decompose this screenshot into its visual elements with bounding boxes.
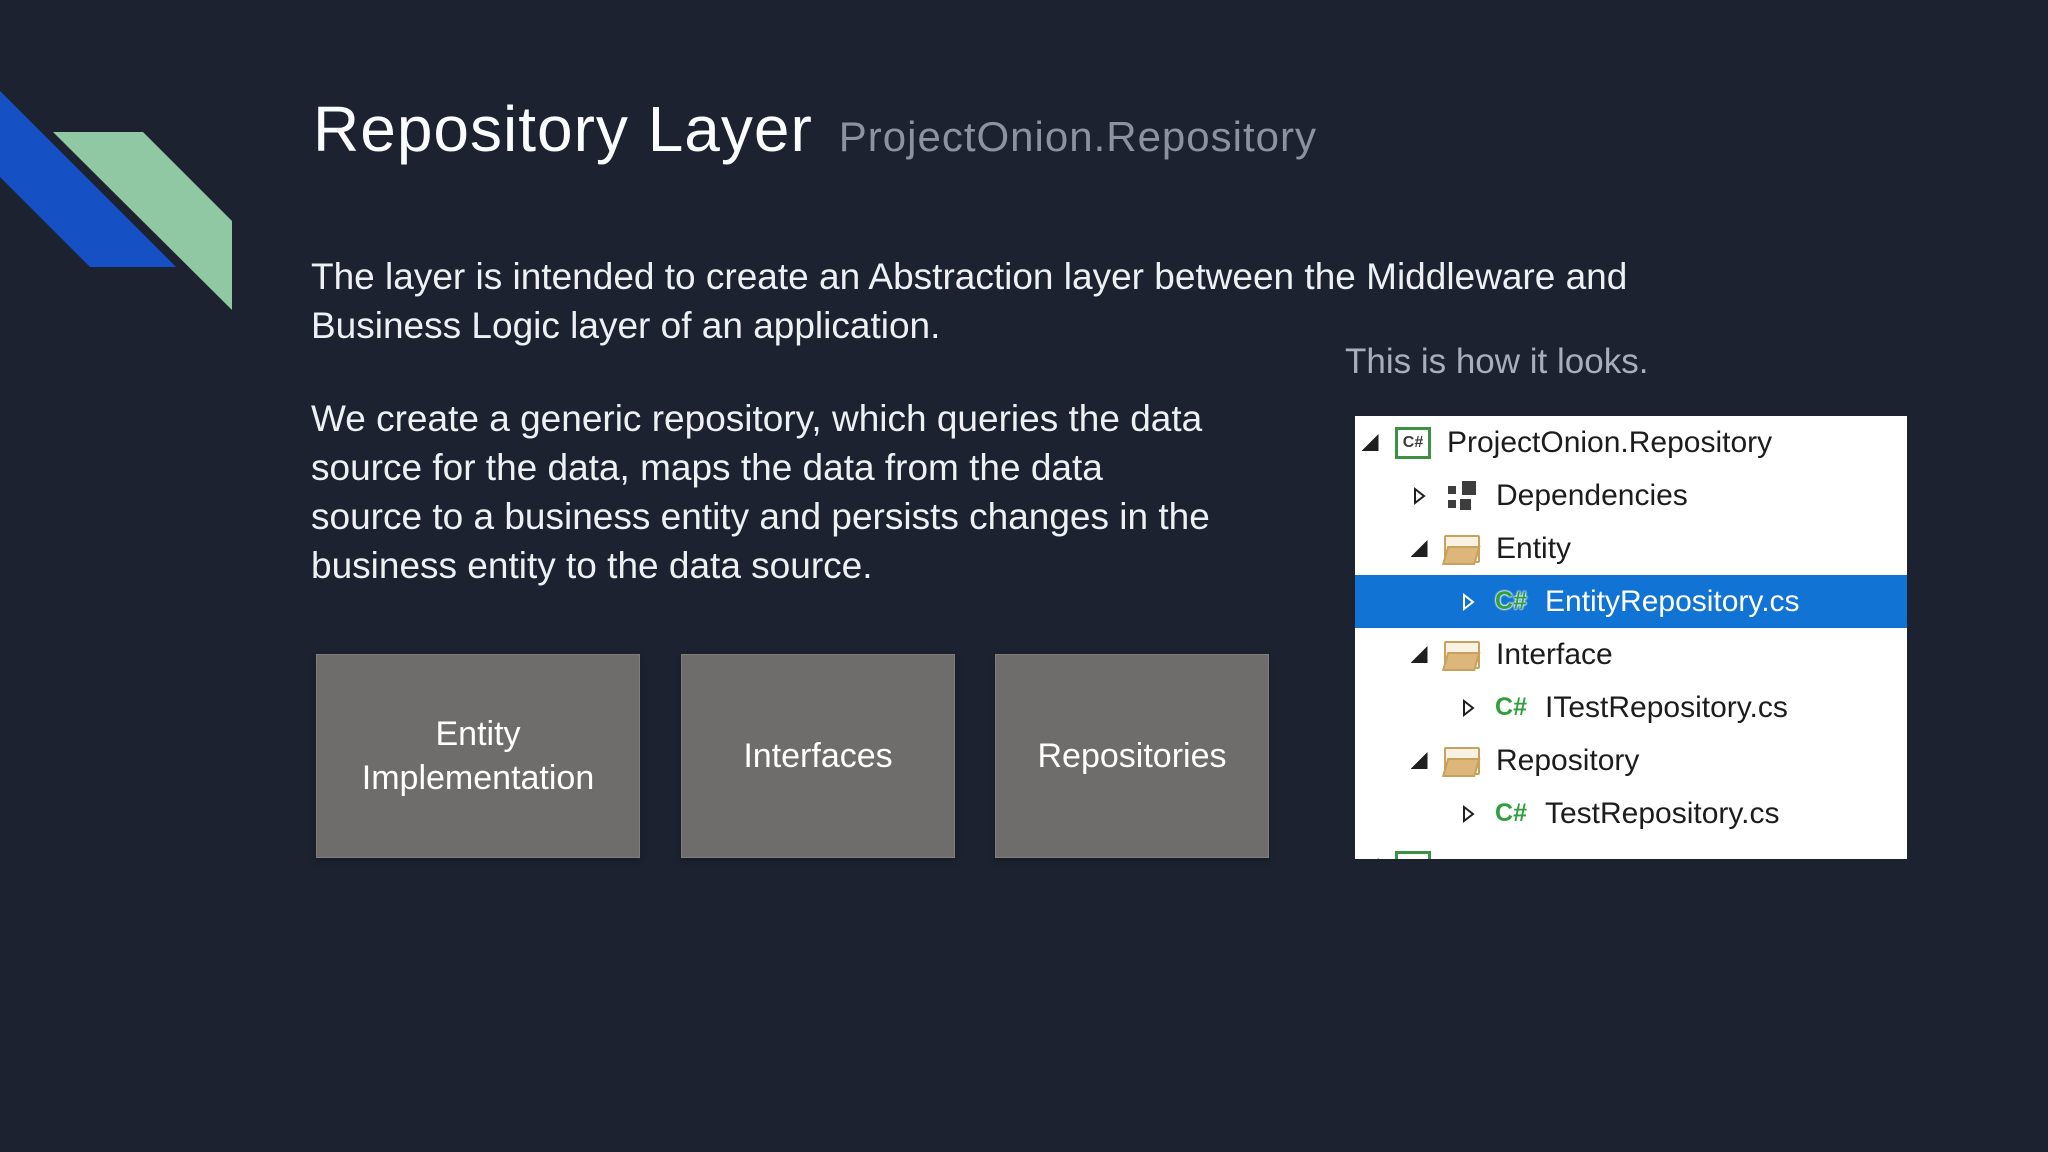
screenshot-caption: This is how it looks. [1345,342,1649,381]
expanded-triangle-icon[interactable] [1404,752,1434,769]
title-row: Repository Layer ProjectOnion.Repository [313,92,1317,166]
tree-item-label: EntityRepository.cs [1545,584,1800,618]
tree-item-label: Interface [1496,637,1613,671]
page-title: Repository Layer [313,93,813,165]
box-label: Interfaces [743,736,893,775]
tree-indent [1355,654,1404,655]
expanded-triangle-icon[interactable] [1355,858,1385,859]
tree-indent [1355,548,1404,549]
tree-indent [1355,760,1404,761]
tree-item-clipped[interactable]: C# [1355,840,1907,859]
collapsed-triangle-icon[interactable] [1453,592,1483,612]
tree-item-label: Entity [1496,531,1572,565]
dependencies-icon [1442,479,1482,513]
paragraph-line: The layer is intended to create an Abstr… [311,256,1628,297]
green-ribbon-shape [53,132,232,310]
expanded-triangle-icon[interactable] [1404,646,1434,663]
tree-item-itestrepository-cs[interactable]: C# ITestRepository.cs [1355,681,1907,734]
folder-icon [1442,640,1482,671]
tree-indent [1355,495,1404,496]
tree-item-dependencies[interactable]: Dependencies [1355,469,1907,522]
csharp-file-icon: C# [1495,587,1527,615]
expanded-triangle-icon[interactable] [1404,540,1434,557]
corner-decoration [0,91,232,310]
tree-item-projectonion-repository[interactable]: C# ProjectOnion.Repository [1355,416,1907,469]
folder-icon [1442,534,1482,565]
box-repositories: Repositories [995,654,1269,858]
page-subtitle: ProjectOnion.Repository [838,113,1317,160]
csharp-project-icon: C# [1393,426,1433,459]
paragraph-line: Business Logic layer of an application. [311,305,941,346]
tree-indent [1355,601,1453,602]
expanded-triangle-icon[interactable] [1355,434,1385,451]
paragraph-line: source for the data, maps the data from … [311,447,1103,488]
blue-ribbon-shape [0,91,176,267]
tree-item-repository[interactable]: Repository [1355,734,1907,787]
tree-indent [1355,707,1453,708]
box-label: Entity Implementation [361,714,595,797]
csharp-file-icon: C# [1495,799,1527,827]
paragraph-line: We create a generic repository, which qu… [311,398,1203,439]
tree-item-label: Repository [1496,743,1640,777]
tree-item-label: ProjectOnion.Repository [1447,425,1773,459]
body-text: The layer is intended to create an Abstr… [311,252,1627,634]
paragraph: The layer is intended to create an Abstr… [311,252,1627,350]
tree-item-label: ITestRepository.cs [1545,690,1788,724]
collapsed-triangle-icon[interactable] [1453,804,1483,824]
folder-icon [1442,746,1482,777]
tree-indent [1355,813,1453,814]
paragraph-line: source to a business entity and persists… [311,496,1210,537]
tree-item-entityrepository-cs[interactable]: C# EntityRepository.cs [1355,575,1907,628]
tree-item-label: TestRepository.cs [1545,796,1780,830]
box-label: Repositories [1037,736,1227,775]
paragraph-line: business entity to the data source. [311,545,873,586]
box-entity-implementation: Entity Implementation [316,654,640,858]
paragraph: We create a generic repository, which qu… [311,394,1627,590]
collapsed-triangle-icon[interactable] [1453,698,1483,718]
csharp-file-icon: C# [1495,693,1527,721]
box-interfaces: Interfaces [681,654,955,858]
tree-item-testrepository-cs[interactable]: C# TestRepository.cs [1355,787,1907,840]
tree-item-label: Dependencies [1496,478,1688,512]
tree-item-entity[interactable]: Entity [1355,522,1907,575]
tree-item-interface[interactable]: Interface [1355,628,1907,681]
collapsed-triangle-icon[interactable] [1404,486,1434,506]
csharp-project-icon: C# [1393,850,1433,859]
